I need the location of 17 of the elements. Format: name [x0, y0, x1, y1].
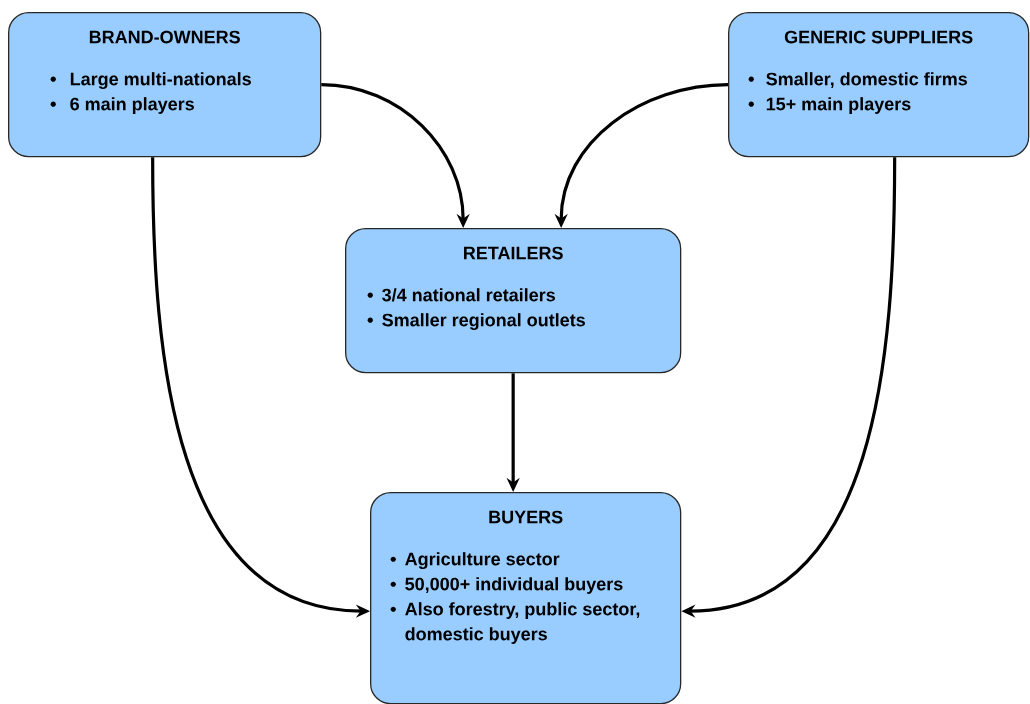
- bullet-item: Agriculture sector: [390, 552, 560, 570]
- bullet-item: 3/4 national retailers: [367, 288, 555, 302]
- process-box: [345, 228, 682, 374]
- box-heading: GENERIC SUPPLIERS: [784, 30, 973, 44]
- bullet-item: Large multi-nationals: [50, 72, 251, 90]
- bullet-item: 50,000+ individual buyers: [390, 577, 623, 594]
- bullet-item: 6 main players: [50, 97, 194, 114]
- box-heading: BUYERS: [489, 510, 563, 524]
- bullet-item: Smaller, domestic firms: [748, 72, 967, 88]
- bullet-item: 15+ main players: [748, 97, 911, 114]
- process-box: [370, 492, 682, 704]
- bullet-item: Also forestry, public sector, domestic buyers: [390, 602, 640, 644]
- bullet-item: Smaller regional outlets: [367, 313, 585, 331]
- process-box: [728, 12, 1030, 158]
- process-box: [8, 12, 322, 158]
- box-heading: BRAND-OWNERS: [89, 30, 240, 44]
- box-heading: RETAILERS: [464, 246, 563, 260]
